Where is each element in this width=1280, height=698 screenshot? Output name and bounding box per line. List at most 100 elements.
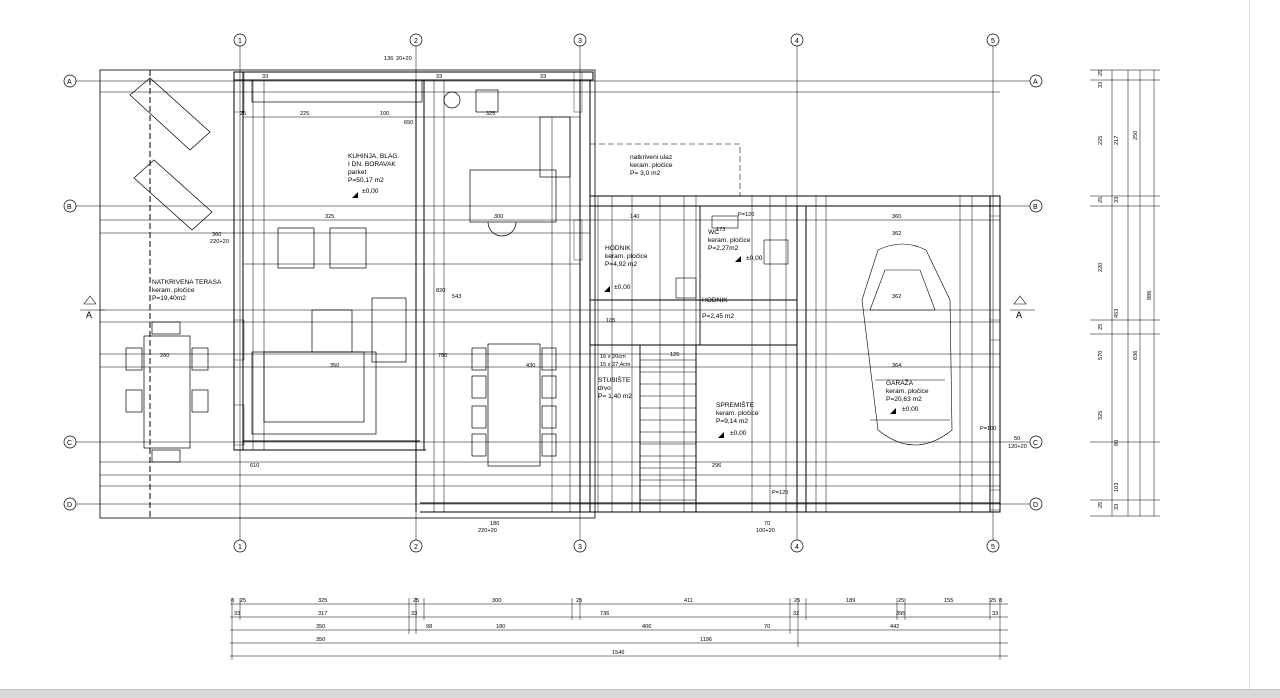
stairs-floor: drvo [598,385,611,392]
dim-label: 1196 [700,637,712,643]
viewer-scrollbar[interactable] [0,689,1280,698]
stairs-area: P= 1,40 m2 [598,393,632,400]
dim-label: 636 [1133,351,1139,360]
dim-label: 360 [892,214,901,220]
car-outline [861,243,953,446]
dim-label: 325 [318,598,327,604]
dim-label: 33 [411,611,417,617]
dim-label: 25 [1098,70,1104,76]
viewer-edge [1249,0,1250,689]
dim-total-right: 886 [1147,291,1153,300]
axis-col-5-top: 5 [991,38,995,45]
terrace-floor: keram. pločice [152,287,195,294]
dim-label: 325 [325,214,334,220]
dim-label: 350 [316,637,325,643]
dim-label: 32 [793,611,799,617]
axis-row-d-right: D [1033,502,1038,509]
section-label-left: A [86,310,92,320]
dim-label: 8 [999,598,1002,604]
kitchen-name-1: KUHINJA, BLAG. [348,153,399,160]
wc-floor: keram. pločice [708,237,751,244]
axis-grid-horizontal [76,80,1030,505]
dim-label: 25 [898,598,904,604]
dim-label: 25 [990,598,996,604]
kitchen-level: ±0,00 [362,188,379,195]
hall1-area: P=4,92 m2 [605,261,637,268]
dim-label: 33 [540,74,546,80]
right-dimension-lines [1090,69,1160,517]
dim-label: 442 [890,624,899,630]
entrance-area: P= 3,0 m2 [630,170,661,177]
living-furniture [251,227,407,435]
dim-label: 33 [1114,197,1120,203]
axis-bubbles [63,33,1043,553]
storage-name: SPREMIŠTE [716,400,755,409]
axis-grid-vertical [239,46,994,540]
dim-label: 136 [384,56,393,62]
dim-label: 25 [413,598,419,604]
dim-label: 260 [160,353,169,359]
garage-name: GARAŽA [886,378,914,387]
dim-label: 173 [716,227,725,233]
dim-label: 16 x 20cm [600,354,626,360]
dim-label: 780 [438,353,447,359]
axis-col-1-bottom: 1 [238,544,242,551]
dim-label: 736 [600,611,609,617]
dim-label: P=120 [772,490,788,496]
dim-label: 25 [794,598,800,604]
axis-row-c-right: C [1033,440,1038,447]
dim-label: 570 [1098,351,1104,360]
axis-row-b-left: B [67,204,72,211]
section-marks [80,295,1035,311]
bottom-dimension-labels: 8 25 325 25 300 25 411 25 189 25 155 25 … [231,598,1002,656]
hall1-level: ±0,00 [614,284,631,291]
level-markers [352,192,896,438]
axis-col-5-bottom: 5 [991,544,995,551]
dim-label: 25 [240,111,246,117]
dim-label: 33 [992,611,998,617]
dim-label: 33 [1114,504,1120,510]
wc-level: ±0,00 [746,255,763,262]
dim-label: 80 [1114,440,1120,446]
storage-floor: keram. pločice [716,410,759,417]
axis-col-2-top: 2 [414,38,418,45]
dim-label: 300 [492,598,501,604]
hall1-name: HODNIK [605,245,631,252]
entrance-canopy [590,143,741,196]
right-dimension-labels: 25 33 225 25 220 25 570 325 25 217 33 45… [1098,70,1153,510]
dim-total-bottom: 1546 [612,650,624,656]
dim-label: 50 [1014,436,1020,442]
hall2-name: HODNIK [702,297,728,304]
dim-label: 189 [846,598,855,604]
room-labels: KUHINJA, BLAG. I DN. BORAVAK parket P=50… [152,153,929,437]
dim-label: 350 [316,624,325,630]
dim-label: 350 [330,363,339,369]
kitchen-floor: parket [348,169,366,176]
dim-label: 362 [892,231,901,237]
axis-col-3-bottom: 3 [578,544,582,551]
dim-label: 140 [630,214,639,220]
dim-label: 395 [896,611,905,617]
dim-label: 120+20 [1008,444,1027,450]
dim-label: P=100 [980,426,996,432]
dim-label: 650 [404,120,413,126]
dim-label: 362 [892,294,901,300]
terrace-area: P=19,40m2 [152,295,186,302]
storage-area: P=9,14 m2 [716,418,748,425]
entrance-floor: keram. pločice [630,162,673,169]
garage-floor: keram. pločice [886,388,929,395]
axis-row-b-right: B [1033,204,1038,211]
dim-label: 225 [1098,136,1104,145]
dim-label: 430 [526,363,535,369]
entrance-name: natkriveni ulaz [630,154,672,161]
dim-label: 543 [452,294,461,300]
dim-label: 103 [1114,483,1120,492]
storage-level: ±0,00 [730,430,747,437]
floor-plan: 1 2 3 4 5 1 2 3 4 5 A B C D A B C D A A … [63,33,1160,660]
dim-label: 250 [1133,131,1139,140]
axis-labels: 1 2 3 4 5 1 2 3 4 5 A B C D A B C D A A [67,38,1038,551]
dim-label: 125 [670,352,679,358]
axis-row-a-left: A [67,79,72,86]
hall2-area: P=2,45 m2 [702,313,734,320]
